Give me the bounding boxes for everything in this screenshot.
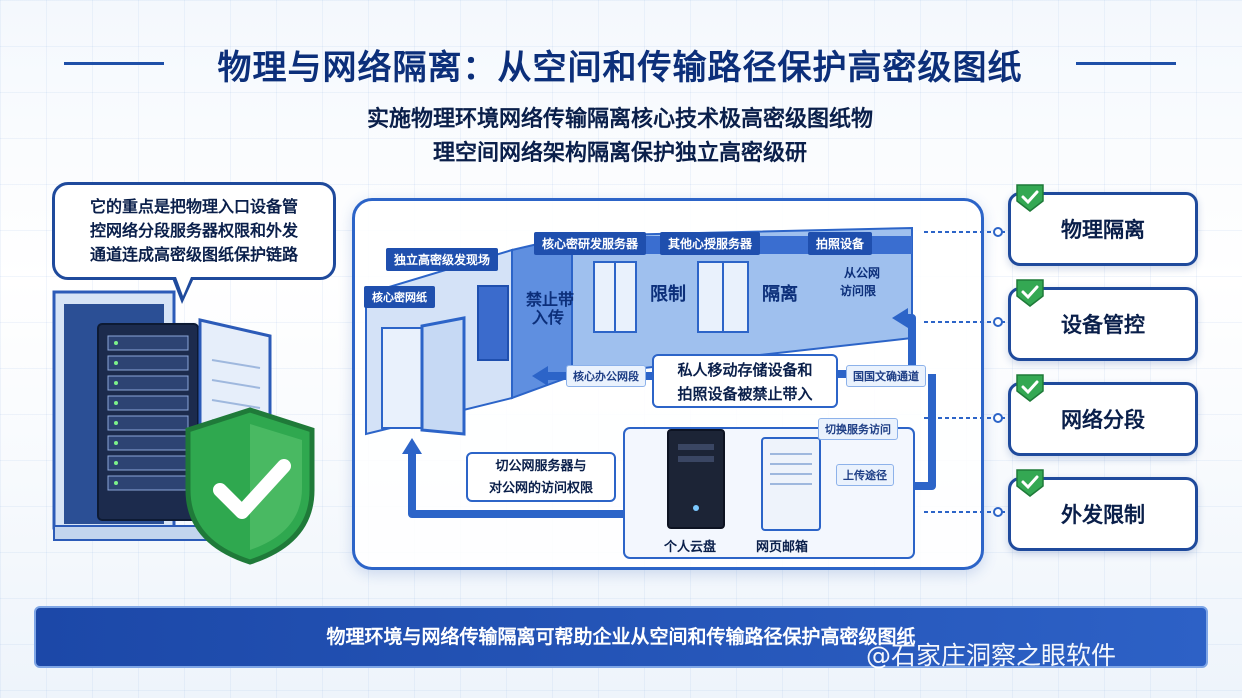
title-area: 物理与网络隔离：从空间和传输路径保护高密级图纸 — [0, 38, 1242, 88]
center-policy-box: 私人移动存储设备和 拍照设备被禁止带入 — [652, 354, 838, 408]
server-shield-illustration — [52, 290, 315, 565]
title-left-rule — [64, 62, 164, 65]
center-box-line-1: 私人移动存储设备和 — [677, 361, 813, 379]
mail-server-icon — [761, 437, 821, 531]
personal-cloud-label: 个人云盘 — [664, 540, 717, 555]
check-icon — [1016, 184, 1044, 212]
bubble-line-3: 通道连成高密级图纸保护链路 — [89, 245, 298, 264]
bubble-tail-inner — [176, 277, 191, 296]
server-rack-icon — [97, 323, 199, 521]
wall-label-isolate: 隔离 — [762, 284, 798, 305]
wall-label-public: 从公网 — [844, 266, 881, 280]
wall-label-limit: 限制 — [650, 284, 686, 305]
card-connector-4 — [924, 507, 1006, 517]
card-label: 设备管控 — [1061, 313, 1145, 337]
title-right-rule — [1076, 62, 1176, 65]
card-label: 外发限制 — [1061, 503, 1145, 527]
tag-core-network: 核心办公网段 — [566, 365, 646, 387]
summary-banner-text: 物理环境与网络传输隔离可帮助企业从空间和传输路径保护高密级图纸 — [326, 626, 916, 648]
subtitle-line-1: 实施物理环境网络传输隔离核心技术极高密级图纸物 — [366, 107, 873, 132]
zone-header-3: 拍照设备 — [808, 232, 873, 255]
check-icon — [1016, 469, 1044, 497]
check-icon — [1016, 374, 1044, 402]
public-permission-box: 切公网服务器与 对公网的访问权限 — [466, 452, 616, 502]
card-label: 物理隔离 — [1061, 218, 1145, 242]
card-label: 网络分段 — [1061, 408, 1145, 432]
door-icons — [381, 261, 749, 436]
card-connector-2 — [924, 317, 1006, 327]
card-outbound-restriction: 外发限制 — [1008, 469, 1198, 551]
webmail-label: 网页邮箱 — [756, 540, 809, 555]
subtitle-line-2: 理空间网络架构隔离保护独立高密级研 — [432, 141, 807, 166]
zone-label-core-door: 核心密网纸 — [364, 286, 435, 308]
speech-bubble: 它的重点是把物理入口设备管 控网络分段服务器权限和外发 通道连成高密级图纸保护链… — [52, 182, 336, 280]
bubble-line-1: 它的重点是把物理入口设备管 — [89, 197, 298, 216]
page-title: 物理与网络隔离：从空间和传输路径保护高密级图纸 — [217, 48, 1023, 88]
card-connector-3 — [924, 413, 1006, 423]
center-box-line-2: 拍照设备被禁止带入 — [677, 385, 813, 403]
card-physical-isolation: 物理隔离 — [1008, 184, 1198, 266]
tag-upload: 上传途径 — [836, 464, 894, 486]
perm-box-line-1: 切公网服务器与 — [495, 459, 587, 474]
wall-label-ban-2: 入传 — [532, 308, 565, 327]
shield-check-icon — [185, 407, 315, 565]
zone-label-left: 独立高密级发现场 — [386, 248, 499, 271]
card-connector-1 — [924, 227, 1006, 237]
tag-access: 切换服务访问 — [818, 418, 898, 440]
summary-banner — [34, 606, 1208, 668]
subtitle: 实施物理环境网络传输隔离核心技术极高密级图纸物 理空间网络架构隔离保护独立高密级… — [300, 103, 940, 171]
zone-header-1: 核心密研发服务器 — [534, 232, 647, 255]
perm-box-line-2: 对公网的访问权限 — [488, 481, 593, 496]
watermark: @石家庄洞察之眼软件 — [866, 641, 1117, 670]
server-tower-icon — [667, 429, 725, 529]
wall-label-public-2: 访问限 — [840, 284, 877, 298]
check-icon — [1016, 279, 1044, 307]
card-device-control: 设备管控 — [1008, 279, 1198, 361]
bubble-line-2: 控网络分段服务器权限和外发 — [89, 221, 298, 240]
card-network-segmentation: 网络分段 — [1008, 374, 1198, 456]
wall-label-ban: 禁止带 — [526, 290, 575, 309]
tag-outbound-channel: 国国文确通道 — [846, 365, 926, 387]
zone-header-2: 其他心授服务器 — [660, 232, 761, 255]
